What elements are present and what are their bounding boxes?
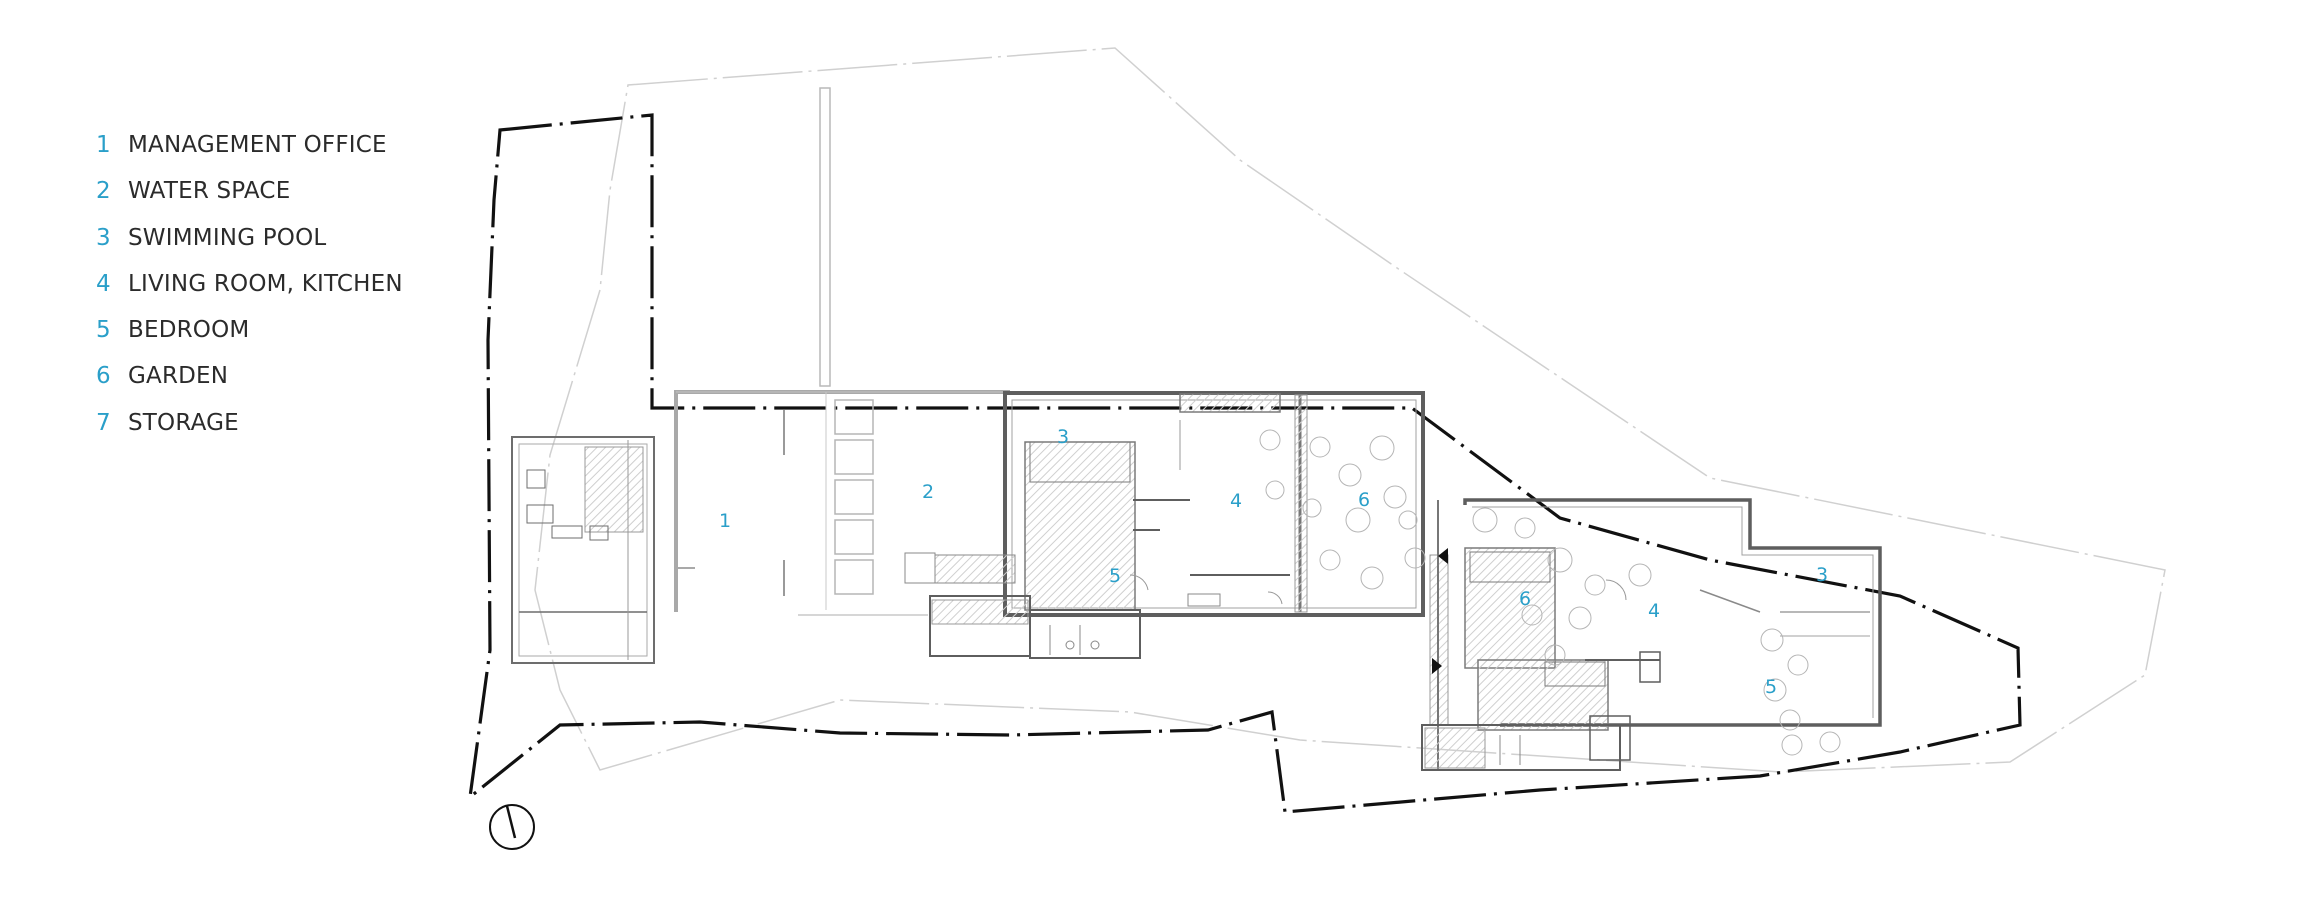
legend-item-management-office: 1 MANAGEMENT OFFICE (96, 128, 403, 174)
tree-symbol-icon (1338, 463, 1362, 487)
legend: 1 MANAGEMENT OFFICE 2 WATER SPACE 3 SWIMMIN… (96, 128, 403, 452)
tree-symbol-icon (1398, 510, 1418, 530)
legend-number: 3 (96, 224, 111, 251)
tree-symbol-icon (1319, 549, 1341, 571)
house-b (1421, 498, 1882, 771)
legend-label: GARDEN (128, 363, 229, 390)
legend-label: BEDROOM (128, 317, 250, 344)
house-a (904, 391, 1425, 659)
legend-item-storage: 7 STORAGE (96, 406, 403, 452)
room-label-bedroom-b: 5 (1765, 676, 1777, 698)
legend-item-bedroom: 5 BEDROOM (96, 313, 403, 359)
main-building-west (674, 390, 1010, 616)
legend-item-water-space: 2 WATER SPACE (96, 174, 403, 220)
legend-label: STORAGE (128, 409, 239, 436)
room-label-garden-b: 6 (1519, 588, 1531, 610)
legend-item-living-room-kitchen: 4 LIVING ROOM, KITCHEN (96, 267, 403, 313)
tree-symbol-icon (1584, 574, 1606, 596)
property-boundary (467, 113, 2022, 814)
entrance-arrow-icon (1438, 548, 1448, 564)
boundary-wall (819, 87, 831, 387)
legend-label: LIVING ROOM, KITCHEN (128, 270, 403, 297)
tree-symbol-icon (1514, 517, 1536, 539)
room-label-living-a: 4 (1230, 490, 1242, 512)
tree-symbol-icon (1302, 498, 1322, 518)
tree-symbol-icon (1779, 709, 1801, 731)
storage-building (511, 436, 655, 664)
room-label-water-space: 2 (922, 481, 934, 503)
tree-symbol-icon (1259, 429, 1281, 451)
entrance-arrow-icon (1432, 658, 1442, 674)
north-arrow-icon (489, 804, 535, 850)
tree-symbol-icon (1265, 480, 1285, 500)
tree-symbol-icon (1383, 485, 1407, 509)
room-label-management-office: 1 (719, 510, 731, 532)
tree-symbol-icon (1819, 731, 1841, 753)
legend-label: MANAGEMENT OFFICE (128, 132, 387, 158)
room-label-bedroom-a: 5 (1109, 565, 1121, 587)
legend-number: 4 (96, 270, 111, 297)
tree-symbol-icon (1763, 678, 1787, 702)
tree-symbol-icon (1568, 606, 1592, 630)
legend-number: 2 (96, 178, 111, 205)
tree-symbol-icon (1544, 644, 1566, 666)
legend-item-swimming-pool: 3 SWIMMING POOL (96, 221, 403, 267)
tree-symbol-icon (1547, 547, 1573, 573)
tree-symbol-icon (1472, 507, 1498, 533)
tree-symbol-icon (1404, 547, 1426, 569)
legend-label: SWIMMING POOL (128, 224, 327, 251)
garden-trees (1259, 429, 1841, 756)
legend-number: 7 (96, 409, 111, 436)
room-label-living-b: 4 (1648, 600, 1660, 622)
legend-number: 5 (96, 317, 111, 344)
legend-label: WATER SPACE (128, 178, 291, 205)
tree-symbol-icon (1787, 654, 1809, 676)
tree-symbol-icon (1345, 507, 1371, 533)
legend-number: 6 (96, 363, 111, 390)
legend-number: 1 (96, 132, 111, 158)
site-contour (534, 47, 2166, 773)
tree-symbol-icon (1309, 436, 1331, 458)
tree-symbol-icon (1369, 435, 1395, 461)
tree-symbol-icon (1760, 628, 1784, 652)
room-label-pool-a: 3 (1057, 426, 1069, 448)
room-label-pool-b: 3 (1816, 564, 1828, 586)
legend-item-garden: 6 GARDEN (96, 359, 403, 405)
tree-symbol-icon (1521, 604, 1543, 626)
room-label-garden-a: 6 (1358, 489, 1370, 511)
tree-symbol-icon (1628, 563, 1652, 587)
tree-symbol-icon (1781, 734, 1803, 756)
tree-symbol-icon (1360, 566, 1384, 590)
